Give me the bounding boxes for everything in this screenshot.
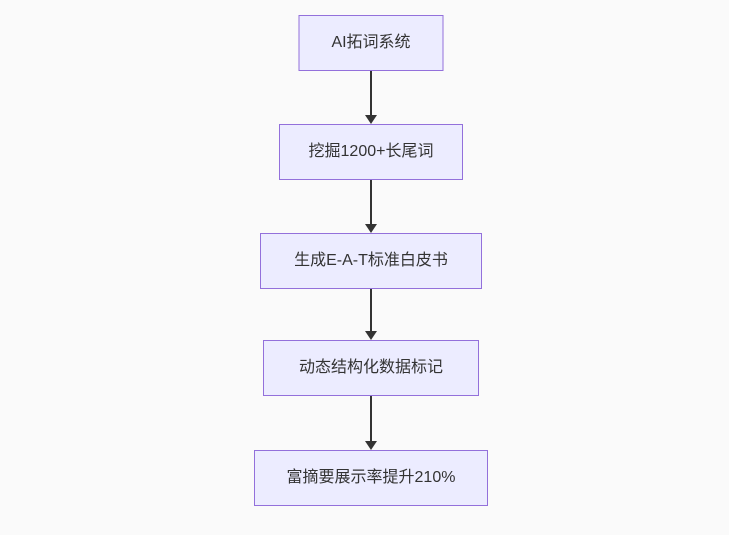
arrowhead-down-icon — [365, 331, 377, 340]
flow-node-label: 富摘要展示率提升210% — [286, 469, 456, 486]
arrow-line — [370, 289, 372, 334]
arrow-line — [370, 71, 372, 118]
arrow-line — [370, 396, 372, 444]
flow-node-generate-eat-whitepaper: 生成E-A-T标准白皮书 — [260, 233, 482, 289]
arrowhead-down-icon — [365, 224, 377, 233]
flow-node-label: AI拓词系统 — [331, 34, 411, 51]
arrowhead-down-icon — [365, 115, 377, 124]
flow-node-rich-snippet-rate: 富摘要展示率提升210% — [254, 450, 488, 506]
flow-arrow-4 — [365, 396, 377, 450]
arrowhead-down-icon — [365, 441, 377, 450]
flow-node-label: 动态结构化数据标记 — [298, 359, 443, 376]
flow-node-dynamic-structured-data: 动态结构化数据标记 — [263, 340, 479, 396]
arrow-line — [370, 180, 372, 227]
flow-arrow-1 — [365, 71, 377, 124]
flow-node-label: 挖掘1200+长尾词 — [308, 143, 434, 160]
flow-arrow-2 — [365, 180, 377, 233]
flow-node-ai-word-expansion-system: AI拓词系统 — [298, 15, 444, 71]
flow-node-label: 生成E-A-T标准白皮书 — [294, 252, 448, 269]
flow-arrow-3 — [365, 289, 377, 340]
flow-node-mine-longtail-keywords: 挖掘1200+长尾词 — [279, 124, 463, 180]
